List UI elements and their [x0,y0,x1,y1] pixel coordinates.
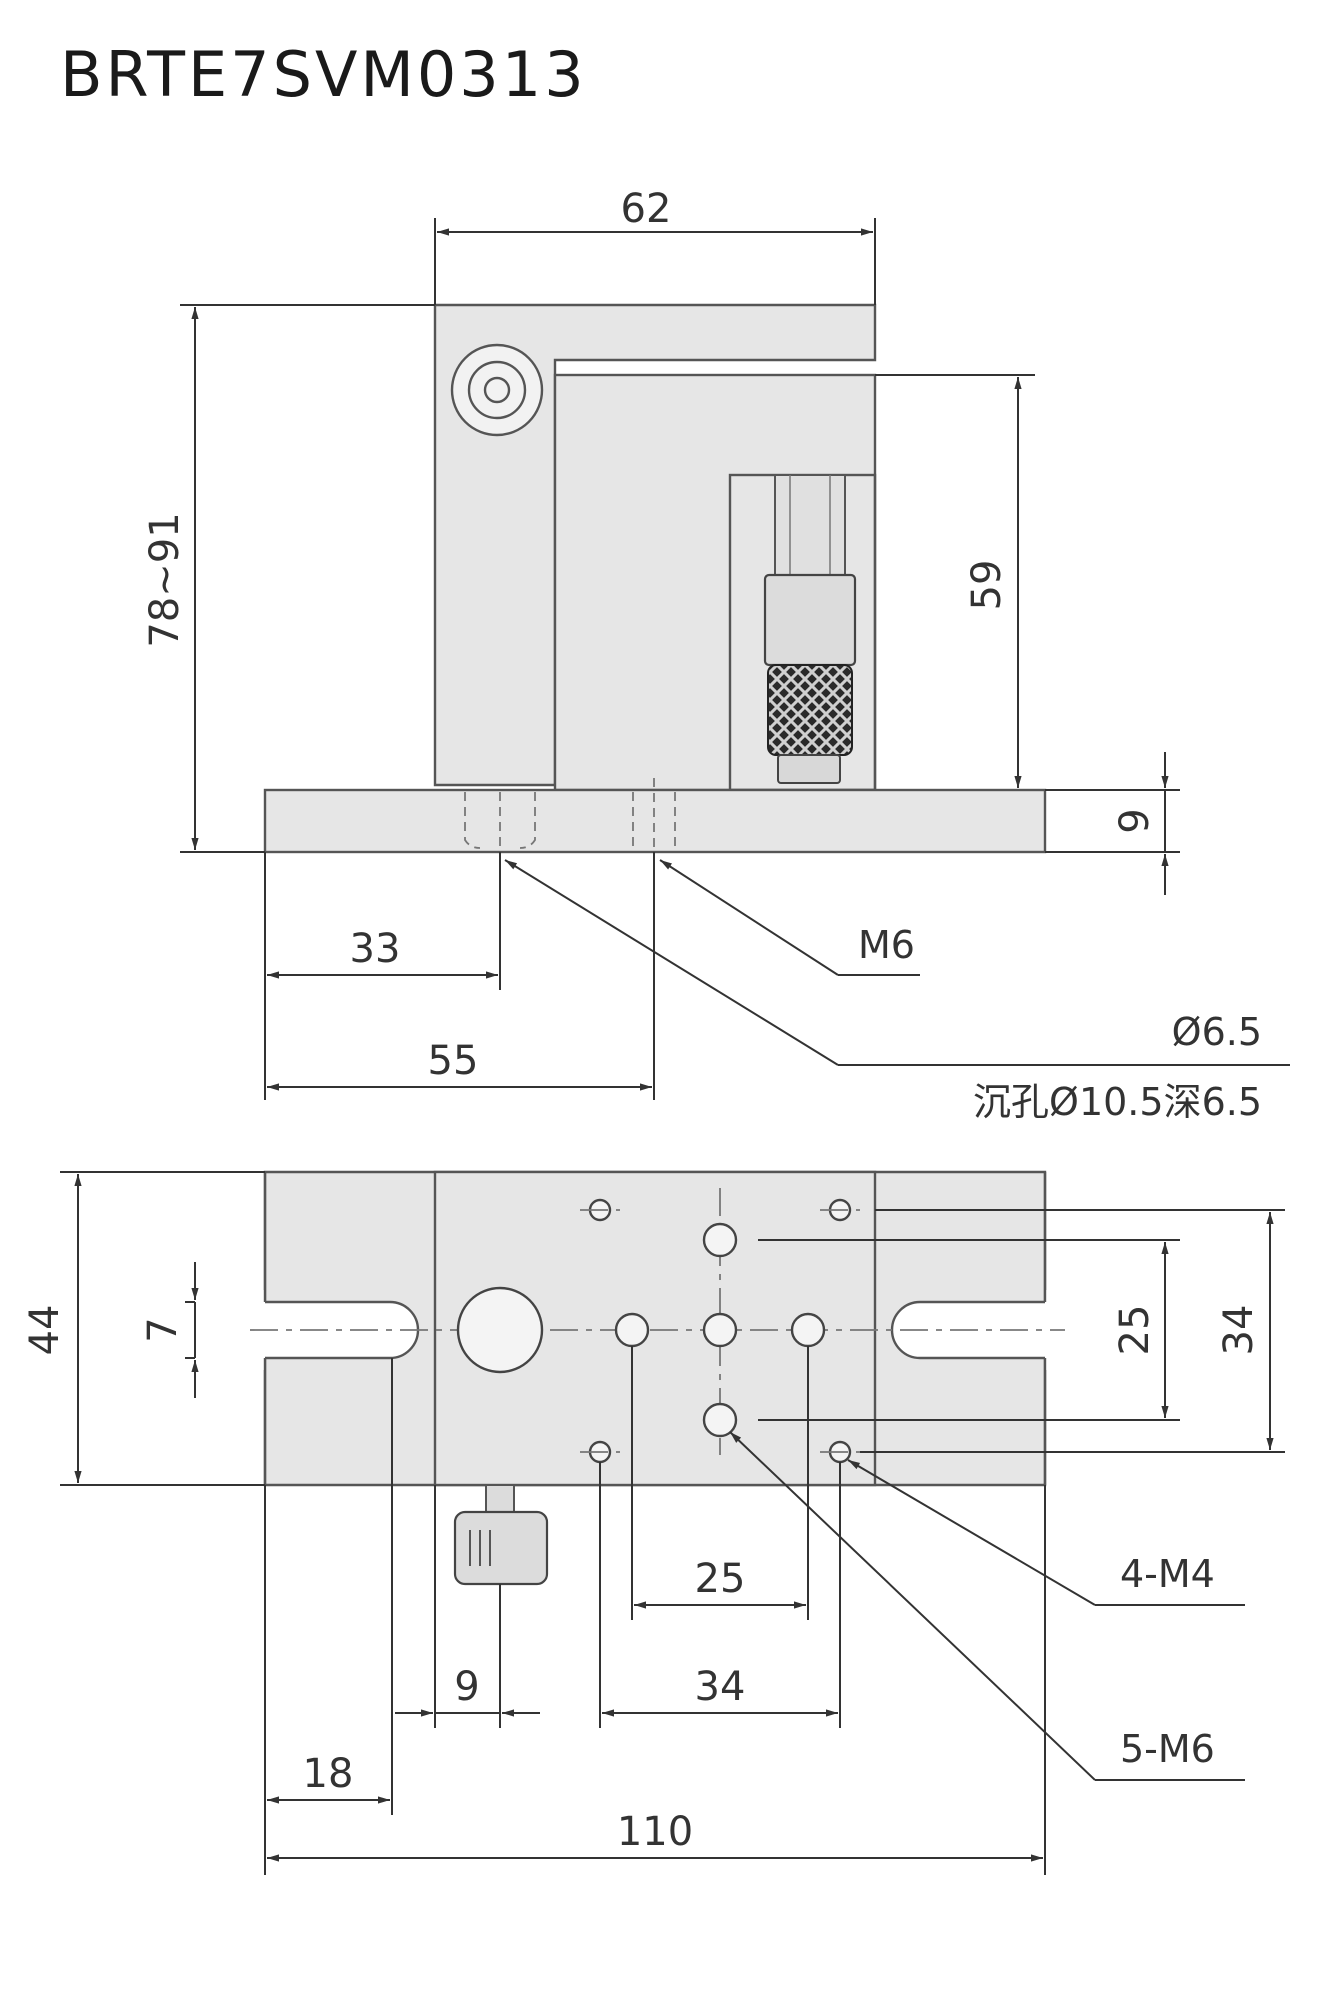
micrometer-icon [763,474,857,784]
m4-callout: 4-M4 [1120,1552,1215,1596]
m6-hole-left [614,1312,650,1348]
locking-screw-icon [450,343,544,437]
m6-holes-callout: 5-M6 [1120,1727,1215,1771]
dim-9-label: 9 [1112,808,1158,833]
hidden-holes [464,778,676,852]
dim-offset-9: 9 [395,1485,540,1728]
dim-offset-33: 33 [264,852,501,1100]
locking-knob-hole [456,1286,544,1374]
dim-7-label: 7 [140,1317,186,1342]
leader-4-m4: 4-M4 [847,1459,1245,1606]
leader-5-m6: 5-M6 [729,1431,1245,1781]
dim-78-91-label: 78~91 [142,512,188,647]
dim-spacing-34-vertical: 34 [860,1209,1285,1453]
dim-59-label: 59 [964,560,1010,611]
dim-25v-label: 25 [1112,1305,1158,1356]
dim-spacing-25-horizontal: 25 [631,1346,809,1620]
counterbore-callout: 沉孔Ø10.5深6.5 [973,1080,1262,1124]
dim-34v-label: 34 [1216,1305,1262,1356]
dim-spacing-34-horizontal: 34 [599,1462,841,1728]
dim-length-110: 110 [267,1485,1046,1875]
dim-offset-18: 18 [264,1358,393,1875]
m6-hole-top [702,1222,738,1258]
side-view: 62 78~91 59 9 33 [142,186,1290,1124]
m6-hole-bottom [702,1402,738,1438]
dim-34h-label: 34 [695,1664,746,1710]
dim-25h-label: 25 [695,1556,746,1602]
m6-hole-center [702,1312,738,1348]
dim-spacing-25-vertical: 25 [758,1239,1180,1421]
dim-18-label: 18 [303,1751,354,1797]
dim-width-62: 62 [434,186,876,305]
leader-m6: M6 [659,859,920,976]
dim-thickness-9: 9 [1045,752,1180,895]
dim-height-59: 59 [875,374,1180,791]
dim-height-78-91: 78~91 [142,304,435,853]
dim-width-44: 44 [22,1171,265,1486]
page-title: BRTE7SVM0313 [60,38,587,111]
m6-hole-right [790,1312,826,1348]
m6-holes [614,1222,826,1438]
right-slot [890,1300,1072,1360]
base-plate [263,788,1047,854]
dim-33-label: 33 [350,926,401,972]
dim-62-label: 62 [621,186,672,232]
m6-callout: M6 [858,923,915,967]
dim-offset-55: 55 [267,852,655,1100]
dim-55-label: 55 [428,1038,479,1084]
top-view: 44 7 25 34 25 [22,1170,1285,1875]
dim-9h-label: 9 [454,1664,479,1710]
dim-44-label: 44 [22,1305,68,1356]
hole-diameter-callout: Ø6.5 [1172,1010,1262,1054]
dim-110-label: 110 [617,1809,693,1855]
locking-knob-icon [453,1484,549,1586]
dim-slot-7: 7 [140,1262,199,1398]
leader-counterbore: Ø6.5 沉孔Ø10.5深6.5 [504,859,1290,1124]
